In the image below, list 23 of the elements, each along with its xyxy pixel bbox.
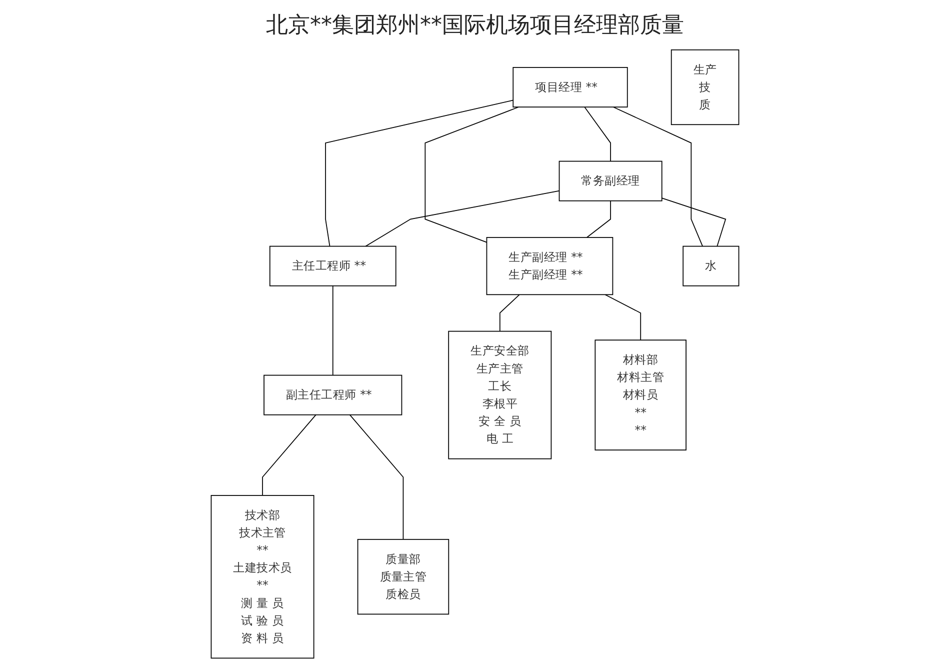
connector bbox=[661, 198, 726, 247]
connector bbox=[332, 285, 334, 376]
connector bbox=[612, 106, 704, 247]
connector bbox=[365, 190, 560, 247]
node-box: 质量部 质量主管 质检员 bbox=[357, 538, 450, 615]
node-box: 副主任工程师 ** bbox=[264, 374, 402, 416]
node-box: 主任工程师 ** bbox=[269, 246, 396, 286]
node-box: 项目经理 ** bbox=[512, 67, 628, 108]
connector bbox=[349, 414, 404, 540]
connector bbox=[262, 414, 316, 496]
connector bbox=[499, 294, 520, 332]
node-box: 水 bbox=[682, 246, 740, 286]
diagram-title: 北京**集团郑州**国际机场项目经理部质量 bbox=[265, 12, 685, 40]
node-box: 常务副经理 bbox=[558, 160, 662, 202]
node-box: 技术部 技术主管 ** 土建技术员 ** 测 量 员 试 验 员 资 料 员 bbox=[210, 495, 314, 659]
connector bbox=[325, 100, 514, 247]
node-box: 生产安全部 生产主管 工长 李根平 安 全 员 电 工 bbox=[448, 330, 552, 460]
node-box: 生产 技 质 bbox=[670, 49, 740, 126]
connector bbox=[424, 106, 520, 243]
connector bbox=[586, 200, 611, 238]
node-box: 生产副经理 ** 生产副经理 ** bbox=[486, 237, 614, 296]
node-box: 材料部 材料主管 材料员 ** ** bbox=[594, 340, 686, 450]
connector bbox=[584, 106, 611, 162]
